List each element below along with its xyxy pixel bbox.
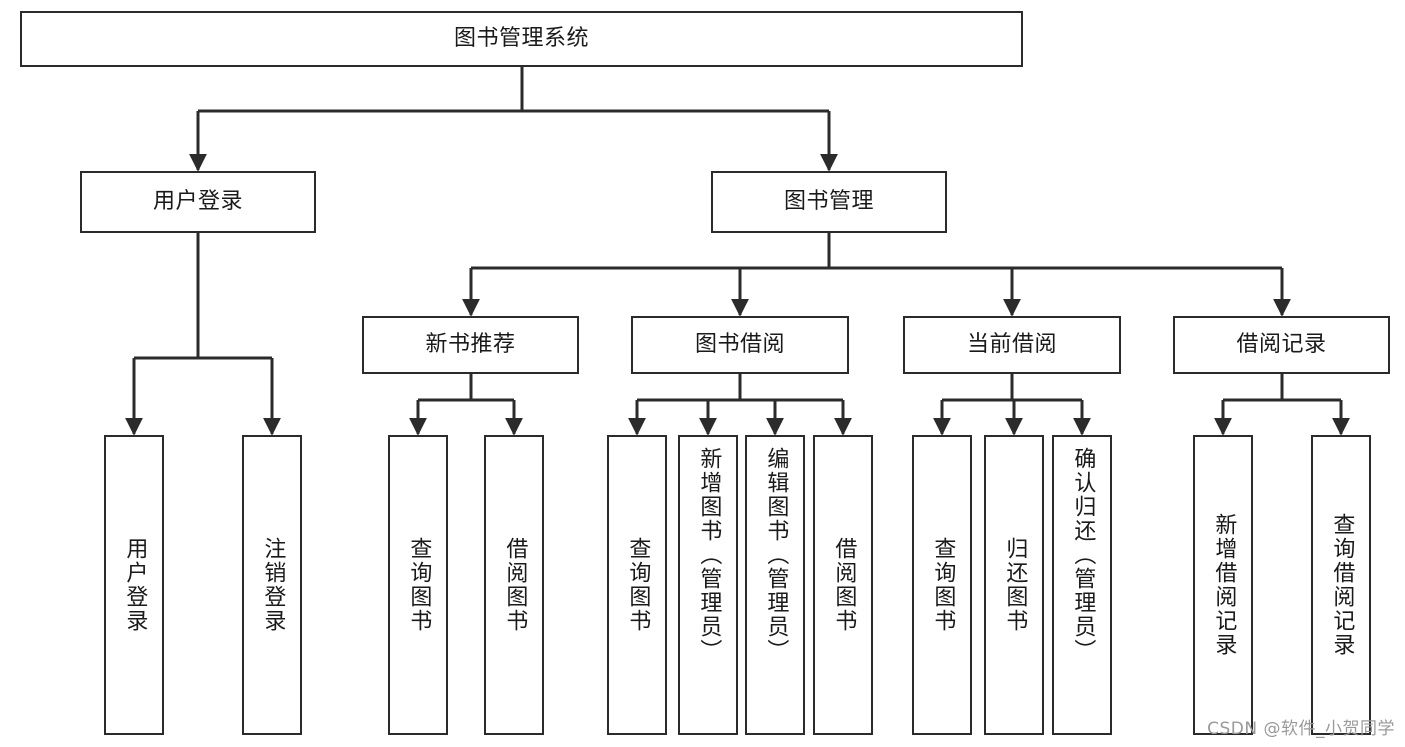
node-leaf-add-book[interactable]: 新增图书（管理员） <box>678 435 738 735</box>
node-label: 图书借阅 <box>694 332 785 358</box>
node-leaf-query-book-3[interactable]: 查询图书 <box>912 435 972 735</box>
csdn-watermark: CSDN @软件_小贺同学 <box>1207 719 1395 739</box>
node-leaf-borrow-book-2[interactable]: 借阅图书 <box>813 435 873 735</box>
node-leaf-add-record[interactable]: 新增借阅记录 <box>1193 435 1253 735</box>
node-leaf-edit-book[interactable]: 编辑图书（管理员） <box>745 435 805 735</box>
node-label: 图书管理 <box>783 189 874 215</box>
node-leaf-query-book-1[interactable]: 查询图书 <box>388 435 448 735</box>
node-user-login[interactable]: 用户登录 <box>80 171 316 233</box>
node-label: 借阅图书 <box>502 537 528 633</box>
node-label: 编辑图书（管理员） <box>763 447 789 663</box>
node-label: 查询图书 <box>406 537 432 633</box>
node-leaf-user-login[interactable]: 用户登录 <box>104 435 164 735</box>
node-leaf-return-book[interactable]: 归还图书 <box>984 435 1044 735</box>
node-label: 新增借阅记录 <box>1211 513 1237 657</box>
node-label: 用户登录 <box>122 537 148 633</box>
node-label: 确认归还（管理员） <box>1070 447 1096 663</box>
node-new-book-recommend[interactable]: 新书推荐 <box>362 316 579 374</box>
node-label: 用户登录 <box>152 189 243 215</box>
node-label: 当前借阅 <box>966 332 1057 358</box>
node-label: 查询图书 <box>625 537 651 633</box>
node-leaf-query-record[interactable]: 查询借阅记录 <box>1311 435 1371 735</box>
node-label: 归还图书 <box>1002 537 1028 633</box>
node-label: 图书管理系统 <box>453 26 589 52</box>
node-label: 借阅记录 <box>1236 332 1327 358</box>
node-label: 查询借阅记录 <box>1329 513 1355 657</box>
node-borrow-record[interactable]: 借阅记录 <box>1173 316 1390 374</box>
node-current-borrow[interactable]: 当前借阅 <box>903 316 1121 374</box>
node-label: 查询图书 <box>930 537 956 633</box>
node-book-manage[interactable]: 图书管理 <box>711 171 947 233</box>
node-book-borrow[interactable]: 图书借阅 <box>631 316 849 374</box>
node-label: 新增图书（管理员） <box>696 447 722 663</box>
node-leaf-confirm-return[interactable]: 确认归还（管理员） <box>1052 435 1112 735</box>
node-root[interactable]: 图书管理系统 <box>20 11 1023 67</box>
node-label: 借阅图书 <box>831 537 857 633</box>
node-leaf-borrow-book-1[interactable]: 借阅图书 <box>484 435 544 735</box>
node-leaf-query-book-2[interactable]: 查询图书 <box>607 435 667 735</box>
node-label: 注销登录 <box>260 537 286 633</box>
node-label: 新书推荐 <box>425 332 516 358</box>
node-leaf-logout-login[interactable]: 注销登录 <box>242 435 302 735</box>
